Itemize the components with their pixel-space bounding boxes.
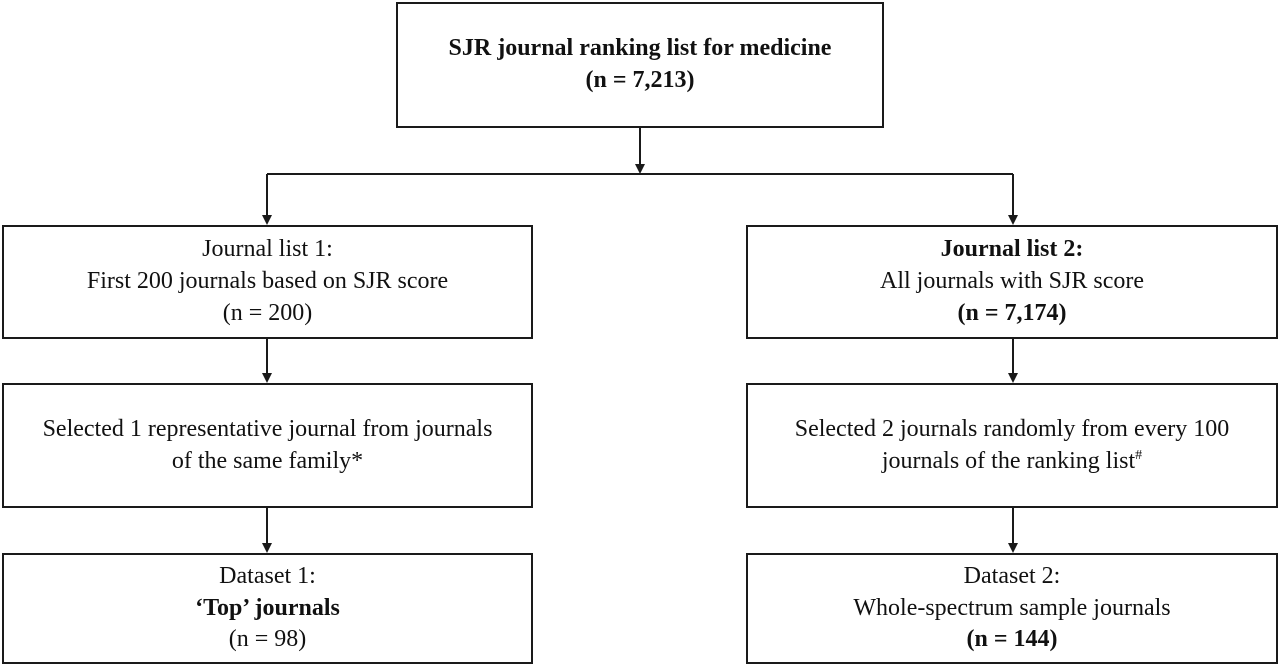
journal-list-1-title: Journal list 1:	[202, 236, 333, 263]
dataset-1-box: Dataset 1: ‘Top’ journals (n = 98)	[2, 553, 533, 664]
journal-list-1-desc: First 200 journals based on SJR score	[86, 268, 449, 295]
dataset-1-title: Dataset 1:	[219, 562, 316, 589]
selection-2-mark: #	[1135, 447, 1143, 463]
dataset-2-count: (n = 144)	[966, 626, 1058, 653]
dataset-2-name: Whole-spectrum sample journals	[853, 594, 1171, 621]
dataset-2-title: Dataset 2:	[963, 562, 1061, 589]
journal-list-2-desc: All journals with SJR score	[880, 268, 1144, 295]
dataset-1-name: ‘Top’ journals	[195, 594, 340, 621]
selection-1-line2: of the same family*	[171, 447, 364, 474]
selection-2-line2: journals of the ranking list	[881, 447, 1136, 474]
selection-2-line2-wrap: journals of the ranking list#	[882, 446, 1142, 478]
top-source-box: SJR journal ranking list for medicine (n…	[396, 2, 884, 128]
journal-list-2-count: (n = 7,174)	[957, 299, 1067, 326]
dataset-1-count: (n = 98)	[228, 626, 307, 653]
top-source-count: (n = 7,213)	[585, 67, 695, 93]
journal-list-1-count: (n = 200)	[222, 299, 313, 326]
selection-2-line1: Selected 2 journals randomly from every …	[794, 415, 1230, 442]
journal-list-2-title: Journal list 2:	[940, 236, 1084, 263]
dataset-2-box: Dataset 2: Whole-spectrum sample journal…	[746, 553, 1278, 664]
journal-list-1-box: Journal list 1: First 200 journals based…	[2, 225, 533, 339]
top-source-title: SJR journal ranking list for medicine	[448, 35, 832, 62]
selection-1-box: Selected 1 representative journal from j…	[2, 383, 533, 508]
selection-1-line1: Selected 1 representative journal from j…	[42, 415, 493, 442]
journal-list-2-box: Journal list 2: All journals with SJR sc…	[746, 225, 1278, 339]
selection-2-box: Selected 2 journals randomly from every …	[746, 383, 1278, 508]
